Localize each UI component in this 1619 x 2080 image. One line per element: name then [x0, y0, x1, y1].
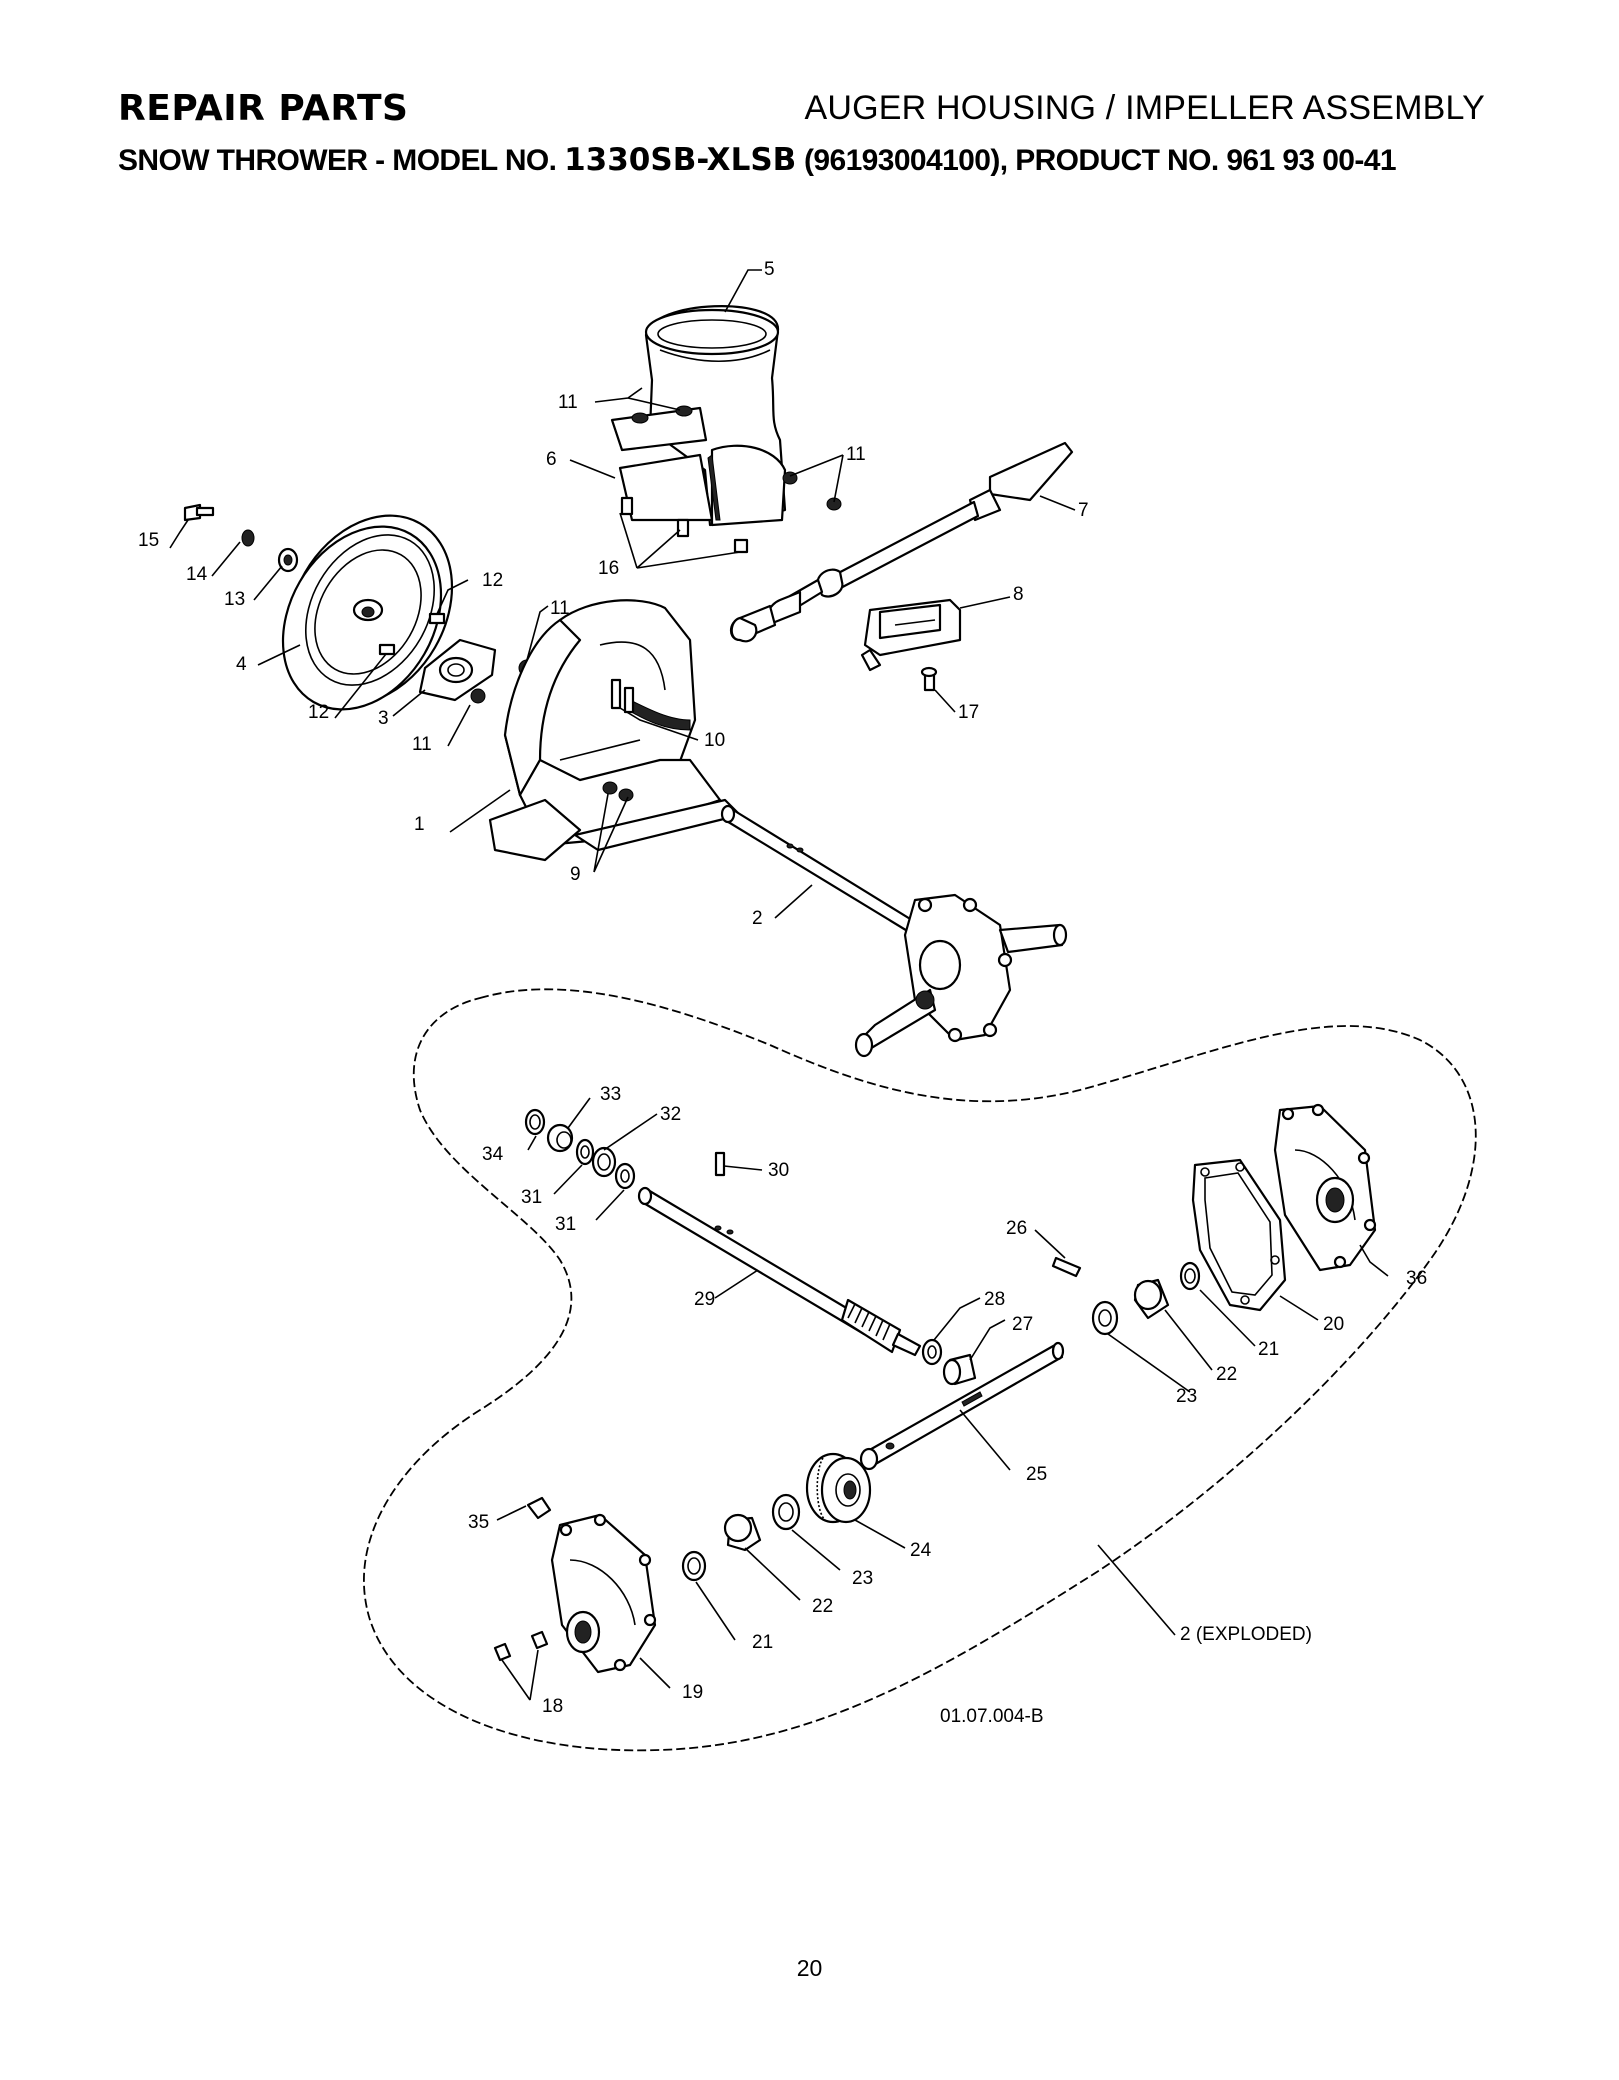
part-27-bushing [942, 1353, 977, 1386]
part-32-bearing [591, 1146, 617, 1178]
callout-23-right: 23 [1176, 1386, 1197, 1407]
part-20-gasket [1191, 1158, 1287, 1312]
callout-9: 9 [570, 864, 581, 885]
part-25-axle [859, 1341, 1065, 1471]
callout-2: 2 [752, 908, 763, 929]
callout-11-left: 11 [412, 734, 432, 755]
callout-15: 15 [138, 530, 159, 551]
part-22-bushing-b [1133, 1278, 1170, 1320]
part-17-screw [920, 666, 938, 692]
part-36-gearbox-half [1273, 1103, 1377, 1272]
part-11-nuts-chute [782, 471, 842, 511]
callout-22-right: 22 [1216, 1364, 1237, 1385]
callout-36: 36 [1406, 1268, 1427, 1289]
callout-20: 20 [1323, 1314, 1344, 1335]
part-16-bolts [620, 496, 749, 554]
part-31-washer-a [575, 1138, 595, 1166]
part-28-seal [921, 1338, 943, 1366]
callout-33: 33 [600, 1084, 621, 1105]
callout-12-right: 12 [482, 570, 503, 591]
part-26-pin [1051, 1256, 1082, 1278]
part-30-key [714, 1151, 726, 1177]
callout-14: 14 [186, 564, 208, 585]
callout-35: 35 [468, 1512, 489, 1533]
part-21-seal-a [681, 1550, 707, 1582]
part-18-fittings [493, 1630, 549, 1662]
part-4-pulley [281, 514, 454, 711]
callout-16: 16 [598, 558, 619, 579]
callout-1: 1 [414, 814, 425, 835]
callout-21-left: 21 [752, 1632, 773, 1653]
callout-8: 8 [1013, 584, 1024, 605]
part-8-bracket [860, 598, 962, 672]
model-number: 1330SB-XLSB [564, 142, 797, 178]
model-line: SNOW THROWER - MODEL NO. 1330SB-XLSB (96… [118, 142, 1397, 178]
part-22-bushing-a [723, 1513, 762, 1552]
part-23-washer-a [771, 1493, 801, 1531]
exploded-boundary [363, 988, 1477, 1752]
callout-30: 30 [768, 1160, 789, 1181]
part-35-fitting [526, 1496, 552, 1520]
callout-3: 3 [378, 708, 389, 729]
callout-31-a: 31 [521, 1187, 542, 1208]
model-suffix: (96193004100), PRODUCT NO. 961 93 00-41 [796, 144, 1397, 177]
part-19-gearbox-half [550, 1513, 657, 1674]
part-34-seal [524, 1108, 546, 1136]
part-24-worm-gear [805, 1452, 872, 1524]
part-14-lockwasher [241, 529, 255, 547]
callout-25: 25 [1026, 1464, 1047, 1485]
callout-27: 27 [1012, 1314, 1033, 1335]
part-29-worm-shaft [637, 1186, 922, 1357]
leader-lines [169, 269, 1389, 1701]
part-31-washer-b [614, 1162, 636, 1190]
callout-17: 17 [958, 702, 979, 723]
page-number: 20 [796, 1955, 823, 1981]
callout-labels: 5 11 6 11 16 7 8 17 15 14 13 4 12 12 3 1… [138, 259, 1427, 1727]
callout-28: 28 [984, 1289, 1005, 1310]
callout-18: 18 [542, 1696, 563, 1717]
callout-7: 7 [1078, 500, 1089, 521]
callout-29: 29 [694, 1289, 715, 1310]
diagram-code: 01.07.004-B [940, 1706, 1044, 1727]
callout-13: 13 [224, 589, 245, 610]
part-23-washer-b [1091, 1300, 1119, 1336]
part-2-gearbox-assembled [720, 804, 1068, 1058]
part-33-bushing [546, 1123, 574, 1153]
part-7-chute-crank [729, 441, 1074, 643]
callout-11-mid: 11 [550, 598, 570, 619]
part-15-bolt [183, 503, 215, 522]
part-5-chute [610, 305, 787, 527]
assembly-title: AUGER HOUSING / IMPELLER ASSEMBLY [804, 89, 1485, 127]
callout-10: 10 [704, 730, 725, 751]
callout-32: 32 [660, 1104, 681, 1125]
model-prefix: SNOW THROWER - MODEL NO. [118, 144, 565, 177]
part-10-bolts [610, 678, 635, 714]
callout-21-right: 21 [1258, 1339, 1279, 1360]
callout-26: 26 [1006, 1218, 1027, 1239]
callout-22-left: 22 [812, 1596, 833, 1617]
callout-34: 34 [482, 1144, 504, 1165]
part-21-seal-b [1179, 1261, 1201, 1291]
callout-11-chute: 11 [846, 444, 866, 465]
callout-31-b: 31 [555, 1214, 576, 1235]
callout-4: 4 [236, 654, 247, 675]
callout-6: 6 [546, 449, 557, 470]
part-3-bearing [418, 638, 497, 702]
callout-5: 5 [764, 259, 775, 280]
callout-11-top: 11 [558, 392, 578, 413]
callout-24: 24 [910, 1540, 932, 1561]
callout-12-left: 12 [308, 702, 329, 723]
part-1-auger-housing [488, 599, 742, 862]
callout-19: 19 [682, 1682, 703, 1703]
section-title: REPAIR PARTS [118, 88, 409, 129]
callout-2-exploded: 2 (EXPLODED) [1180, 1624, 1312, 1645]
part-13-washer [277, 547, 299, 573]
callout-23-left: 23 [852, 1568, 873, 1589]
